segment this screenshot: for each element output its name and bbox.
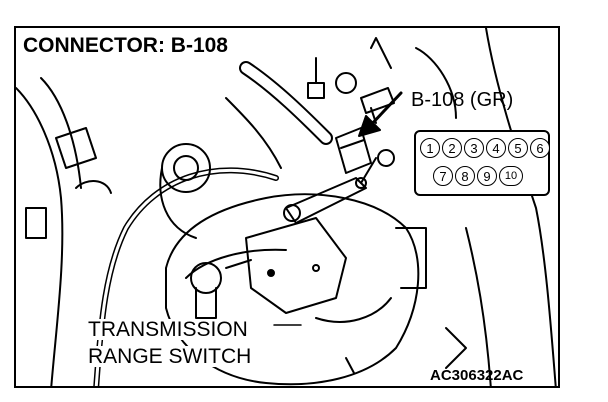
pin: 7 [433,166,453,186]
pin: 4 [486,138,506,158]
connector-code-label: B-108 (GR) [411,89,514,111]
pin-row-top: 1 2 3 4 5 6 [420,138,550,158]
pin: 8 [455,166,475,186]
component-label-line1: TRANSMISSION [86,318,250,341]
pin-row-bottom: 7 8 9 10 [433,166,523,186]
pin: 9 [477,166,497,186]
engine-bay-illustration [16,28,557,386]
connector-pin-diagram: 1 2 3 4 5 6 7 8 9 10 [414,130,550,196]
pin: 5 [508,138,528,158]
figure-code: AC306322AC [430,367,524,384]
pin: 6 [530,138,550,158]
pin: 10 [499,166,523,186]
pin: 3 [464,138,484,158]
pin: 1 [420,138,440,158]
component-label-line2: RANGE SWITCH [86,345,254,368]
figure-frame: CONNECTOR: B-108 B-108 (GR) 1 2 3 4 5 6 … [14,26,560,388]
pin: 2 [442,138,462,158]
connector-title: CONNECTOR: B-108 [22,34,233,59]
